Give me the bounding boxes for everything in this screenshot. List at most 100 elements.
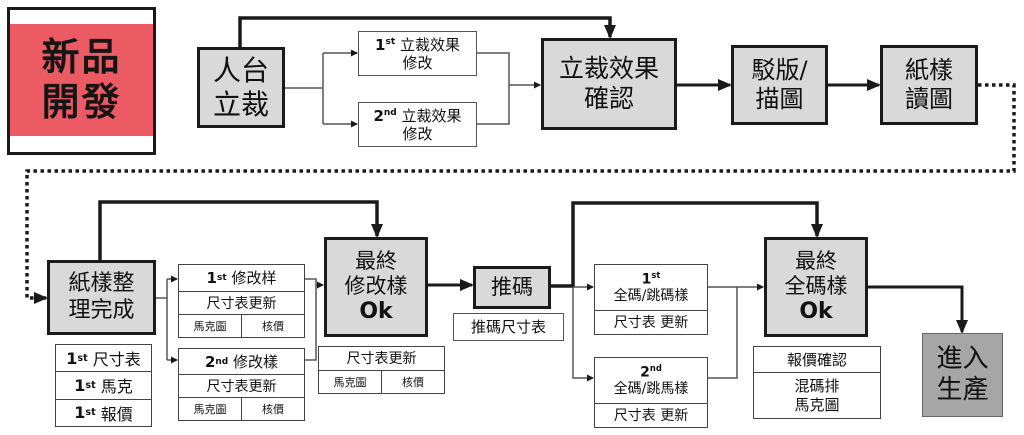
label: 尺寸表 <box>92 350 141 370</box>
label: 混碼排 <box>794 376 840 395</box>
label: 立裁效果 <box>399 35 460 54</box>
final-size-set-docs-table: 報價確認 混碼排 馬克圖 <box>753 346 881 419</box>
size-update-row: 尺寸表 更新 <box>595 309 707 334</box>
step-label-line: 生產 <box>936 375 989 405</box>
step-final-size-set-ok[interactable]: 最終 全碼樣 Ok <box>764 237 868 337</box>
size-set-title: 1st 全碼/跳碼樣 <box>595 265 707 310</box>
title-line-2: 開發 <box>41 80 122 124</box>
step-label-line: 修改 <box>402 53 433 72</box>
step-label-line: 確認 <box>583 84 634 113</box>
step-label-line: 讀圖 <box>905 85 953 113</box>
step-label-line: 描圖 <box>755 85 804 113</box>
step-final-sample-ok[interactable]: 最終 修改樣 Ok <box>324 237 428 337</box>
merge-line-draping-revs <box>477 52 510 125</box>
sample-rev-cells: 馬克圖 核價 <box>179 397 304 420</box>
ordinal: 2 <box>204 352 216 371</box>
grading-size-chart: 推碼尺寸表 <box>453 313 564 341</box>
step-label-line: 最終 <box>795 248 837 273</box>
costing-cell: 核價 <box>381 370 444 393</box>
label: 修改樣 <box>233 353 279 372</box>
bypass-arrow-grading-to-final-size-set <box>551 201 823 288</box>
step-label-line: 2nd 立裁效果 <box>373 107 461 125</box>
sample-rev-size-update: 尺寸表更新 <box>179 290 304 314</box>
size-update-row: 尺寸表 更新 <box>595 402 707 427</box>
label: 立裁效果 <box>401 106 462 125</box>
marker-cell: 馬克圖 <box>333 375 367 389</box>
step-draping-revision-1[interactable]: 1st 立裁效果 修改 <box>358 31 477 76</box>
ok-label: Ok <box>799 298 833 324</box>
ordinal-suffix: st <box>385 36 396 47</box>
step-label-line: 人台 <box>212 53 269 87</box>
label: 推碼尺寸表 <box>470 318 546 336</box>
ordinal: 1 <box>375 35 386 54</box>
ordinal: 1 <box>66 348 78 368</box>
costing-cell: 核價 <box>241 314 304 337</box>
size-set-title: 2nd 全碼/跳馬樣 <box>595 358 707 403</box>
final-sample-docs-table: 尺寸表更新 馬克圖 核價 <box>318 346 445 394</box>
title-line-1: 新品 <box>41 35 122 80</box>
label: 全碼/跳碼樣 <box>613 288 689 305</box>
step-label-line: 最終 <box>355 248 397 273</box>
step-pattern-complete[interactable]: 紙樣整 理完成 <box>47 260 156 335</box>
arrow-to-size-set2 <box>572 287 594 382</box>
label: 馬克圖 <box>794 395 840 414</box>
step-label-line: 立裁 <box>212 87 269 121</box>
step-production[interactable]: 進入 生產 <box>922 333 1003 417</box>
step-label-line: 理完成 <box>68 297 135 323</box>
step-pattern-draft[interactable]: 駁版/ 描圖 <box>731 45 828 125</box>
costing-cell: 核價 <box>241 398 304 420</box>
ordinal-suffix: nd <box>649 362 662 373</box>
dotted-arrow-row1-to-row2 <box>25 83 1016 304</box>
bypass-arrow-draping-to-confirm <box>238 16 616 47</box>
step-size-set-2[interactable]: 2nd 全碼/跳馬樣 尺寸表 更新 <box>594 357 708 428</box>
step-label-line: 推碼 <box>491 274 533 299</box>
title-block: 新品 開發 <box>7 7 156 155</box>
ordinal-suffix: st <box>216 272 227 283</box>
step-label-line: 1st 立裁效果 <box>375 36 460 54</box>
ordinal: 1 <box>206 268 217 287</box>
quote-confirm-row: 報價確認 <box>786 351 847 369</box>
size-update-row: 尺寸表更新 <box>346 351 417 368</box>
step-label-line: 進入 <box>936 343 989 374</box>
ordinal-suffix: st <box>651 269 661 280</box>
ok-label: Ok <box>359 298 393 324</box>
arrow-final-size-set-to-production <box>868 285 968 334</box>
marker-cell: 馬克圖 <box>193 319 227 333</box>
ordinal-suffix: nd <box>383 107 397 118</box>
step-size-set-1[interactable]: 1st 全碼/跳碼樣 尺寸表 更新 <box>594 264 708 335</box>
ordinal: 1 <box>74 375 86 395</box>
step-draping[interactable]: 人台 立裁 <box>197 47 285 128</box>
step-draping-confirm[interactable]: 立裁效果 確認 <box>541 38 677 130</box>
label: 全碼/跳馬樣 <box>613 381 689 398</box>
merge-line-size-set2 <box>708 287 738 379</box>
label: 馬克 <box>100 377 133 397</box>
ordinal-suffix: nd <box>215 356 229 367</box>
step-grading[interactable]: 推碼 <box>473 266 551 309</box>
step-draping-revision-2[interactable]: 2nd 立裁效果 修改 <box>358 102 477 147</box>
step-pattern-read[interactable]: 紙樣 讀圖 <box>880 45 978 125</box>
step-label-line: 全碼樣 <box>784 273 848 298</box>
mixed-marker-row: 混碼排 馬克圖 <box>754 372 880 418</box>
step-label-line: 紙樣 <box>905 56 953 85</box>
ordinal-suffix: st <box>85 379 96 391</box>
label: 報價 <box>100 404 133 424</box>
marker-cell: 馬克圖 <box>193 403 227 417</box>
final-sample-cells: 馬克圖 核價 <box>319 369 444 393</box>
ordinal-suffix: st <box>85 407 96 419</box>
sample-rev-size-update: 尺寸表更新 <box>179 374 304 397</box>
ordinal: 1 <box>641 271 652 288</box>
step-label-line: 紙樣整 <box>68 271 135 297</box>
ordinal: 2 <box>640 364 650 381</box>
bypass-arrow-pattern-to-final-sample <box>98 200 383 260</box>
label: 修改样 <box>231 269 277 288</box>
step-label-line: 駁版/ <box>751 56 808 85</box>
